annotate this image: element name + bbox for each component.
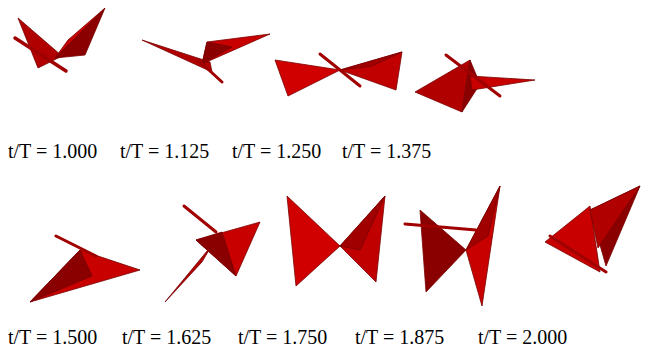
time-label: t/T = 1.875 [355, 326, 444, 348]
wing-frame [405, 186, 500, 306]
time-label: t/T = 1.375 [342, 140, 431, 162]
time-label: t/T = 1.125 [120, 140, 209, 162]
wing-frame [30, 236, 140, 302]
wing-frame [545, 186, 640, 272]
time-label: t/T = 1.250 [232, 140, 321, 162]
wing-frame [287, 196, 385, 286]
wing-frame [275, 52, 402, 96]
time-label: t/T = 1.000 [8, 140, 97, 162]
wing-frame [165, 206, 260, 302]
time-label: t/T = 1.500 [8, 326, 97, 348]
time-label: t/T = 1.625 [122, 326, 211, 348]
time-label: t/T = 1.750 [238, 326, 327, 348]
wing-frame [142, 34, 270, 82]
wing-frame [15, 8, 105, 71]
time-label: t/T = 2.000 [478, 326, 567, 348]
wing-frame [415, 55, 535, 112]
